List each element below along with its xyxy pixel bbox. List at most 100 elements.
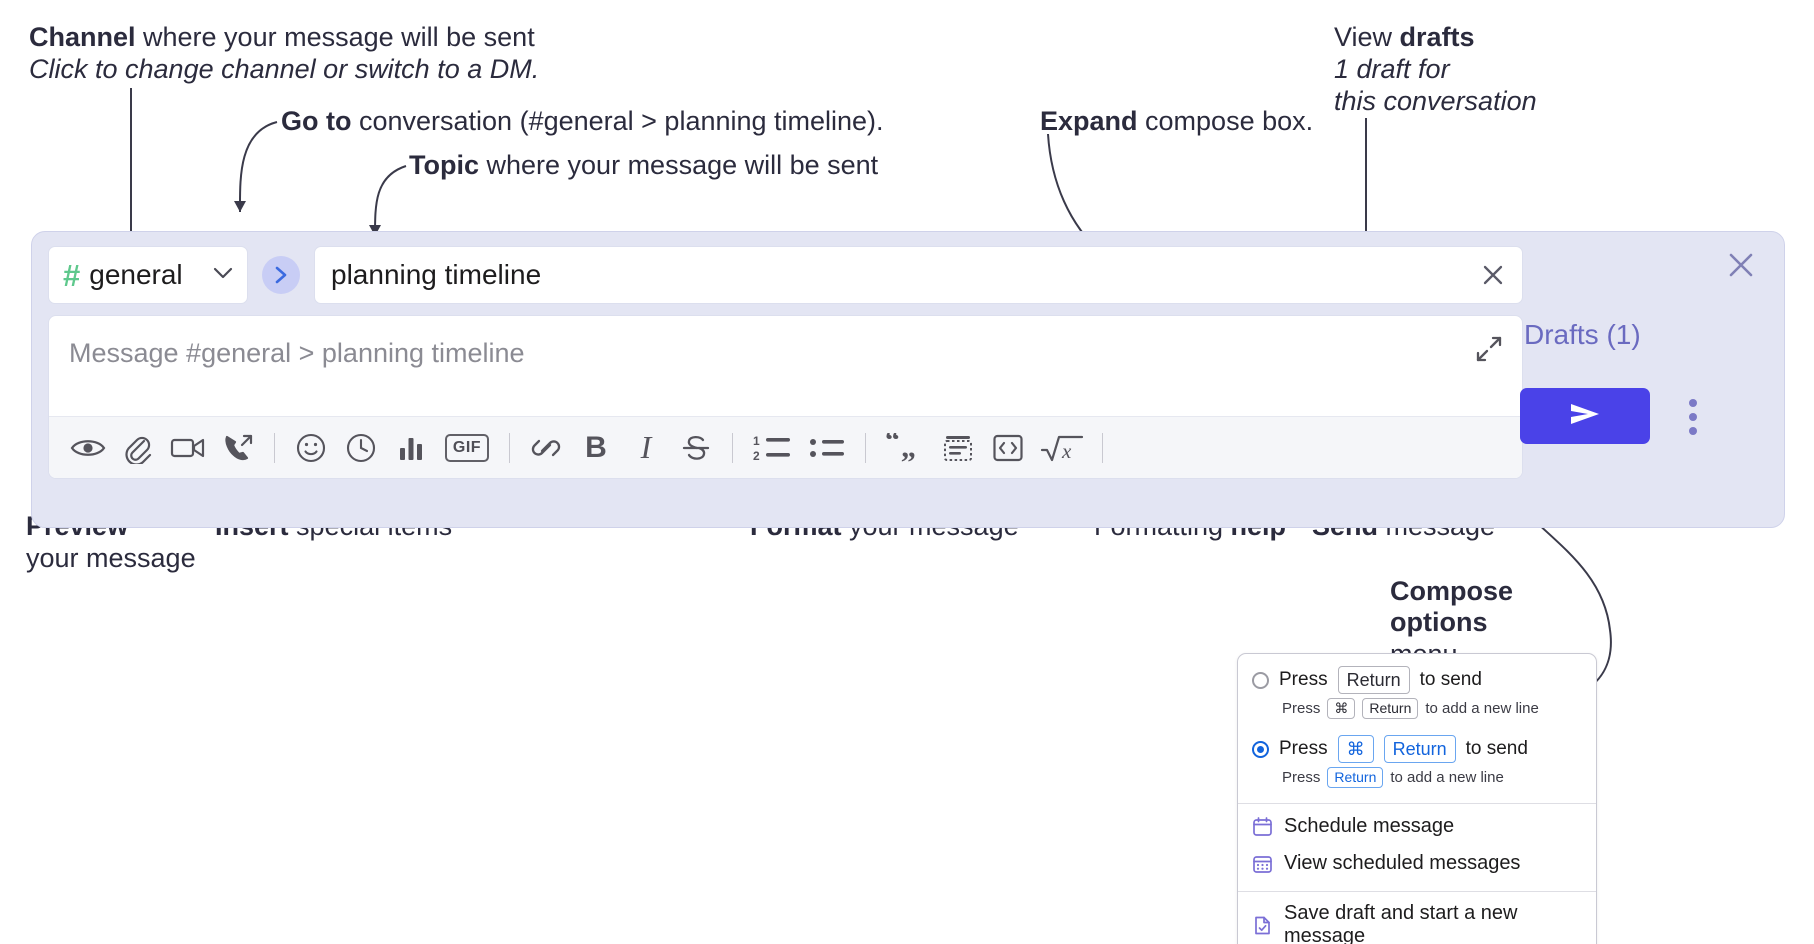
gif-button[interactable]: GIF [436, 423, 498, 473]
option2-press: Press [1279, 738, 1328, 760]
annotation-compose-options-bold2: options [1390, 607, 1488, 638]
annotation-topic: Topic where your message will be sent [409, 150, 878, 182]
annotation-channel-bold: Channel [29, 22, 136, 52]
option2-tail: to send [1465, 738, 1528, 760]
svg-text:“: “ [885, 433, 900, 457]
math-button[interactable]: x [1033, 423, 1091, 473]
option2-key-return: Return [1383, 735, 1456, 764]
menu-divider [1238, 891, 1596, 893]
expand-arrows-icon[interactable] [1474, 334, 1504, 364]
vertical-dots-icon [1689, 399, 1697, 407]
message-placeholder: Message #general > planning timeline [69, 338, 525, 368]
vertical-dots-icon [1689, 413, 1697, 421]
topic-clear-icon[interactable] [1478, 260, 1508, 290]
poll-button[interactable] [386, 423, 436, 473]
spoiler-button[interactable] [933, 423, 983, 473]
toolbar-divider [274, 432, 275, 463]
compose-options-menu: Press Return to send Press ⌘ Return to a… [1237, 653, 1597, 944]
clock-icon [345, 432, 377, 464]
annotation-drafts-sub1: 1 draft for [1334, 53, 1450, 84]
italic-button[interactable]: I [621, 423, 671, 473]
call-button[interactable] [213, 423, 263, 473]
menu-item-view-scheduled[interactable]: View scheduled messages [1238, 845, 1596, 882]
annotation-drafts-pre: View [1334, 22, 1400, 52]
calendar-grid-icon [1252, 853, 1273, 874]
hash-icon: # [63, 257, 81, 293]
send-option-cmd-return-row: Press ⌘ Return to send [1252, 735, 1582, 764]
leader-topic [374, 165, 407, 237]
send-arrow-icon [1563, 398, 1607, 435]
smiley-icon [295, 432, 327, 464]
preview-button[interactable] [63, 423, 113, 473]
send-option-cmd-return[interactable]: Press ⌘ Return to send Press Return to a… [1238, 725, 1596, 794]
message-input-area[interactable]: Message #general > planning timeline [49, 316, 1522, 416]
link-icon [529, 433, 563, 463]
bulleted-list-icon [809, 434, 845, 462]
calendar-clock-icon [1252, 816, 1273, 837]
bold-button[interactable]: B [571, 423, 621, 473]
annotation-drafts-bold: drafts [1399, 22, 1475, 52]
goto-conversation-button[interactable] [262, 256, 300, 294]
strikethrough-button[interactable] [671, 423, 721, 473]
channel-selector[interactable]: # general [48, 246, 248, 304]
bold-icon: B [585, 430, 607, 464]
annotation-expand: Expand compose box. [1040, 106, 1313, 138]
menu-item-schedule-message[interactable]: Schedule message [1238, 804, 1596, 845]
reminder-button[interactable] [336, 423, 386, 473]
annotation-goto: Go to conversation (#general > planning … [281, 106, 884, 138]
compose-main-column: # general planning timeline [48, 246, 1523, 479]
send-button[interactable] [1520, 388, 1650, 444]
svg-text:1: 1 [753, 434, 760, 448]
send-option-return[interactable]: Press Return to send Press ⌘ Return to a… [1238, 664, 1596, 725]
attach-button[interactable] [113, 423, 163, 473]
send-option-return-row: Press Return to send [1252, 666, 1582, 695]
annotation-drafts-sub2: this conversation [1334, 85, 1537, 116]
code-brackets-icon [992, 433, 1024, 463]
svg-text:„: „ [901, 433, 916, 463]
code-button[interactable] [983, 423, 1033, 473]
annotation-topic-bold: Topic [409, 150, 479, 180]
annotation-expand-rest: compose box. [1137, 106, 1314, 136]
menu-item-label: View scheduled messages [1284, 852, 1521, 875]
option2-key-cmd: ⌘ [1337, 735, 1374, 764]
drafts-link[interactable]: Drafts (1) [1524, 319, 1641, 350]
annotation-expand-bold: Expand [1040, 106, 1138, 136]
radio-unselected-icon[interactable] [1252, 671, 1269, 689]
quote-button[interactable]: “ „ [877, 423, 933, 473]
option2-sub-press: Press [1282, 769, 1321, 787]
toolbar-divider [865, 432, 866, 463]
topic-input[interactable]: planning timeline [314, 246, 1523, 304]
formatting-help-button[interactable] [1114, 423, 1164, 473]
paperclip-icon [123, 432, 153, 464]
compose-widget: # general planning timeline [31, 231, 1785, 528]
ordered-list-button[interactable]: 1 2 [744, 423, 800, 473]
annotation-topic-rest: where your message will be sent [479, 150, 879, 180]
emoji-button[interactable] [286, 423, 336, 473]
leader-goto [238, 121, 278, 213]
send-option-return-hint: Press ⌘ Return to add a new line [1282, 698, 1582, 720]
close-icon[interactable] [1724, 248, 1758, 282]
send-option-cmd-return-hint: Press Return to add a new line [1282, 767, 1582, 789]
spoiler-icon [942, 433, 974, 463]
svg-text:2: 2 [753, 449, 760, 463]
numbered-list-icon: 1 2 [753, 433, 791, 463]
compose-options-button[interactable] [1678, 392, 1708, 442]
eye-icon [70, 435, 106, 461]
menu-item-save-draft[interactable]: Save draft and start a new message [1238, 892, 1596, 944]
channel-name-label: general [89, 259, 183, 290]
bulleted-list-button[interactable] [800, 423, 854, 473]
annotation-drafts: View drafts 1 draft for this conversatio… [1334, 22, 1537, 118]
option1-sub-key-return: Return [1362, 698, 1419, 720]
video-button[interactable] [163, 423, 213, 473]
toolbar-divider [509, 432, 510, 463]
file-check-icon [1252, 915, 1273, 936]
annotation-goto-bold: Go to [281, 106, 352, 136]
link-button[interactable] [521, 423, 571, 473]
radio-selected-icon[interactable] [1252, 740, 1269, 758]
option2-sub-tail: to add a new line [1390, 769, 1504, 787]
option1-sub-key-cmd: ⌘ [1327, 698, 1356, 720]
chevron-down-icon [213, 265, 233, 285]
option1-sub-tail: to add a new line [1425, 700, 1539, 718]
square-root-x-icon: x [1040, 432, 1084, 464]
